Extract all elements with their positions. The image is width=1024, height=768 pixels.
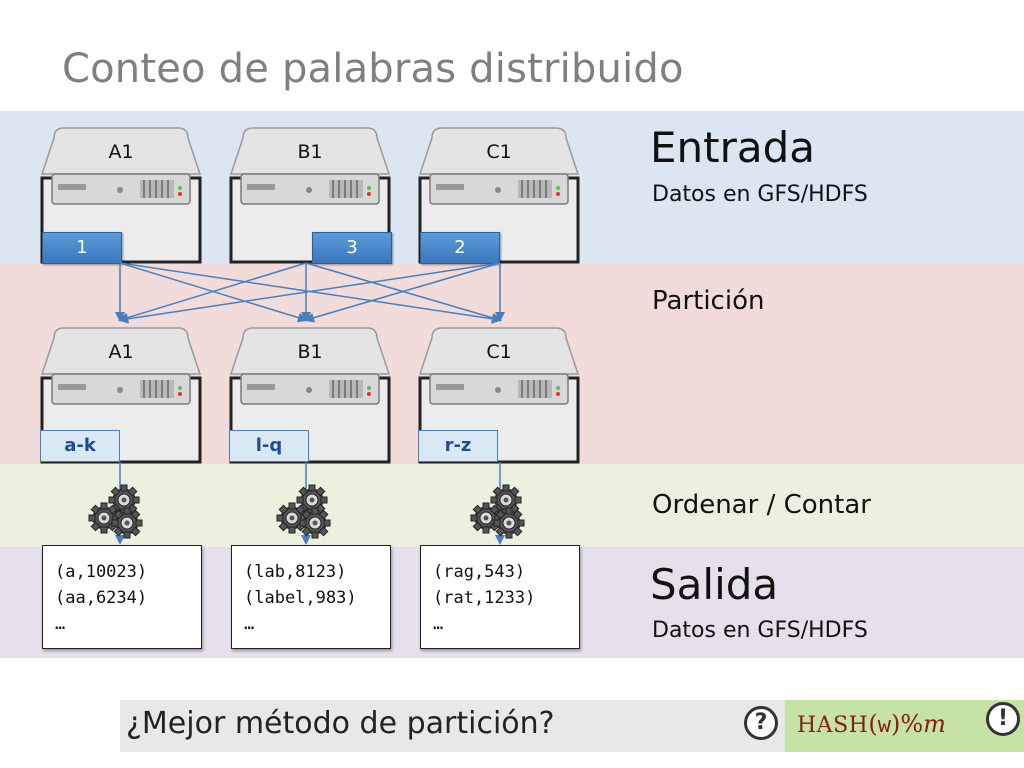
output-line: (aa,6234) — [55, 588, 148, 608]
partition-server-c1: C1 — [418, 324, 580, 464]
partition-range-tag: r-z — [418, 430, 498, 462]
output-line: (rat,1233) — [433, 588, 536, 608]
salida-subtitle: Datos en GFS/HDFS — [652, 618, 868, 643]
output-box-a1: (a,10023) (aa,6234) … — [42, 545, 202, 649]
input-block-tag: 2 — [420, 232, 500, 264]
salida-title: Salida — [650, 560, 779, 609]
answer-mod: m — [923, 710, 946, 738]
output-line: … — [55, 614, 66, 634]
question-mark-icon: ? — [744, 706, 778, 740]
output-line: (label,983) — [244, 588, 357, 608]
server-name: B1 — [297, 341, 323, 363]
answer-close-paren: ) — [890, 710, 901, 738]
partition-range-tag: a-k — [40, 430, 120, 462]
answer-open-paren: ( — [868, 710, 878, 738]
server-name: C1 — [486, 141, 512, 163]
slide-title: Conteo de palabras distribuido — [62, 46, 684, 92]
question-text: ¿Mejor método de partición? — [126, 706, 555, 741]
ordenar-title: Ordenar / Contar — [652, 490, 871, 520]
output-line: (rag,543) — [433, 562, 526, 582]
entrada-title: Entrada — [650, 123, 816, 172]
partition-range-tag: l-q — [229, 430, 309, 462]
server-name: A1 — [108, 341, 134, 363]
server-name: C1 — [486, 341, 512, 363]
question-bar — [120, 700, 785, 752]
input-block-tag: 3 — [312, 232, 392, 264]
output-line: (lab,8123) — [244, 562, 347, 582]
output-box-c1: (rag,543) (rat,1233) … — [420, 545, 580, 649]
input-block-tag: 1 — [42, 232, 122, 264]
answer-formula: HASH(w)%m — [797, 710, 946, 738]
server-icon — [229, 127, 391, 264]
server-name: A1 — [108, 141, 134, 163]
answer-bar — [785, 700, 1024, 752]
output-line: (a,10023) — [55, 562, 148, 582]
particion-title: Partición — [652, 286, 765, 316]
answer-arg: w — [877, 713, 891, 738]
output-box-b1: (lab,8123) (label,983) … — [231, 545, 391, 649]
server-icon — [418, 327, 580, 464]
answer-op: % — [900, 710, 924, 738]
entrada-subtitle: Datos en GFS/HDFS — [652, 182, 868, 207]
output-line: … — [433, 614, 444, 634]
exclamation-mark-icon: ! — [986, 702, 1020, 736]
input-server-b1: B1 — [229, 124, 391, 264]
server-name: B1 — [297, 141, 323, 163]
answer-hash: HASH — [797, 713, 869, 738]
output-line: … — [244, 614, 255, 634]
